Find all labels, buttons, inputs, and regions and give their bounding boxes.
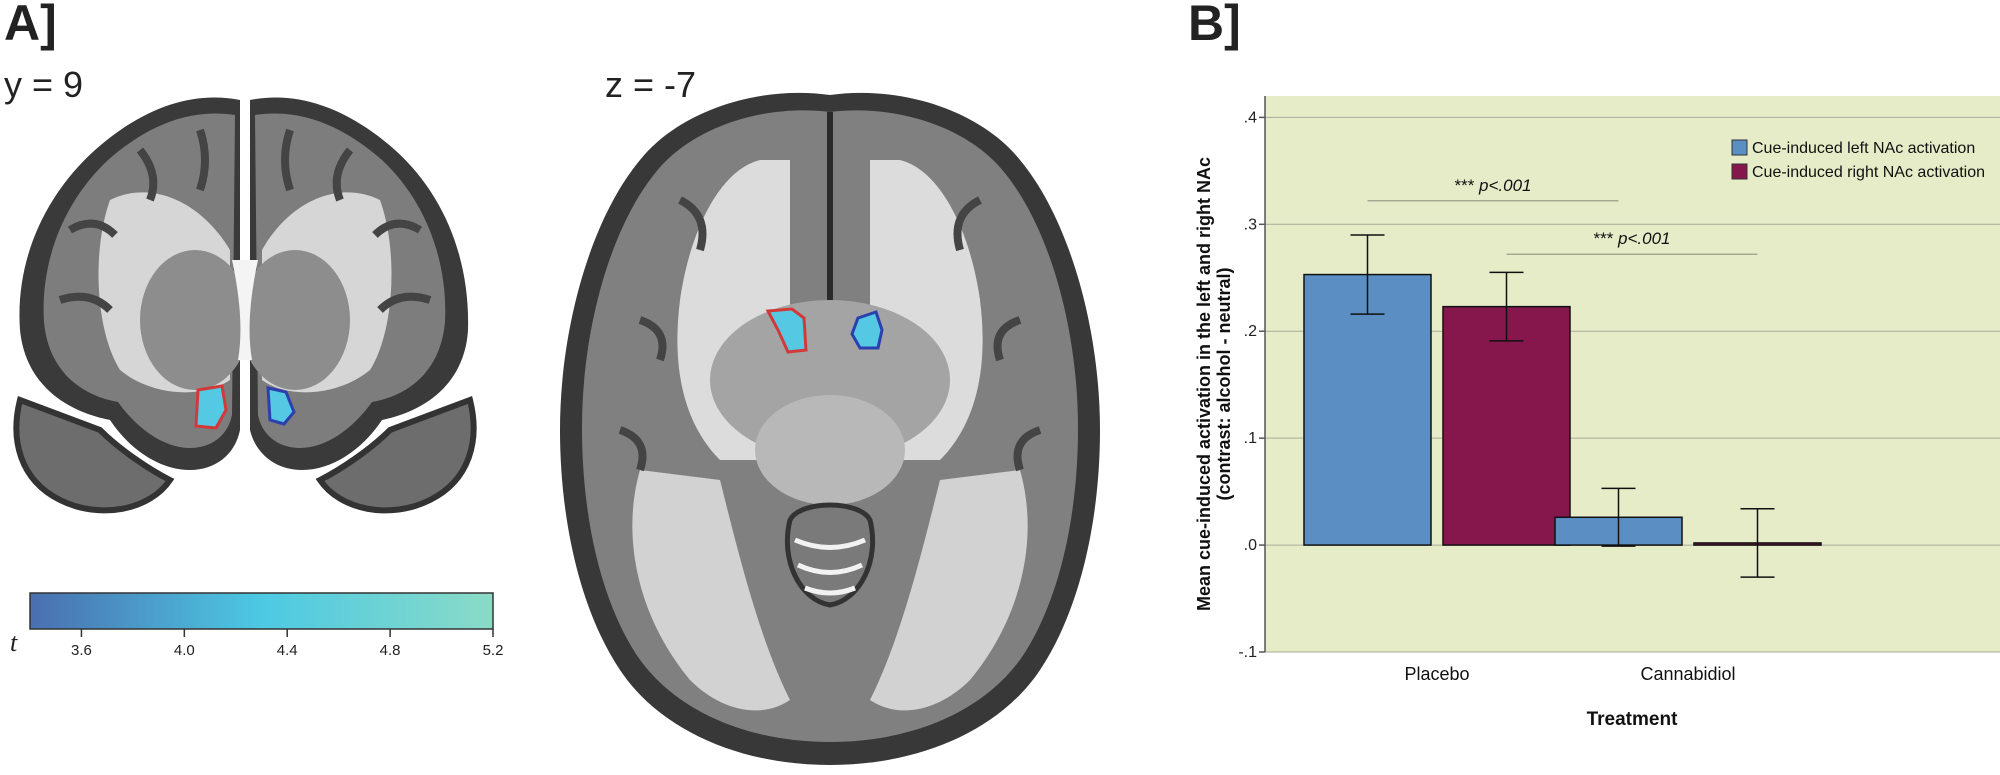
coronal-left-nac-roi (194, 384, 228, 430)
colorbar: 3.6 4.0 4.4 4.8 5.2 t (10, 592, 504, 659)
panel-b-label: B] (1188, 0, 1241, 51)
coronal-brain-slice (13, 97, 477, 514)
axial-left-nac-roi (765, 307, 808, 354)
colorbar-tick-label: 4.8 (380, 642, 401, 659)
y-tick-label: .1 (1244, 430, 1257, 447)
legend-swatch-right-nac (1731, 163, 1748, 180)
brain-slices-figure: 3.6 4.0 4.4 4.8 5.2 t (10, 92, 1100, 766)
error-bars (1350, 234, 1775, 578)
coronal-right-nac-roi (266, 386, 296, 426)
axial-slice-label: z = -7 (605, 64, 697, 105)
bar-placebo-series-0 (1303, 273, 1432, 546)
axial-brain-slice (560, 92, 1100, 766)
legend-swatch-left-nac (1731, 139, 1748, 156)
x-axis-title: Treatment (1587, 709, 1678, 730)
y-tick-label: .2 (1244, 323, 1257, 340)
legend-label-left-nac: Cue-induced left NAc activation (1752, 140, 1975, 157)
y-tick-label: .3 (1244, 216, 1257, 233)
y-tick-label: .4 (1244, 109, 1257, 126)
colorbar-tick-label: 4.4 (277, 642, 298, 659)
colorbar-tick-label: 4.0 (174, 642, 195, 659)
colorbar-symbol: t (10, 628, 18, 657)
x-tick-label: Cannabidiol (1640, 664, 1735, 684)
y-tick-label: -.1 (1238, 644, 1257, 661)
legend-label-right-nac: Cue-induced right NAc activation (1752, 164, 1985, 181)
axial-right-nac-roi (850, 310, 884, 350)
y-axis-title-line-2: (contrast: alcohol - neutral) (1214, 267, 1234, 500)
y-ticks: -.1 .0 .1 .2 .3 .4 (1238, 109, 1265, 661)
legend: Cue-induced left NAc activation Cue-indu… (1731, 139, 1985, 181)
panel-a-label: A] (4, 0, 57, 51)
significance-annotations: *** p<.001 *** p<.001 (1367, 176, 1758, 255)
colorbar-tick-label: 3.6 (71, 642, 92, 659)
coronal-slice-label: y = 9 (4, 64, 84, 105)
bar-placebo-series-1 (1442, 305, 1571, 546)
significance-label: *** p<.001 (1593, 229, 1670, 248)
y-tick-label: .0 (1244, 537, 1257, 554)
colorbar-tick-label: 5.2 (483, 642, 504, 659)
x-tick-label: Placebo (1404, 664, 1469, 684)
y-axis-title-line-1: Mean cue-induced activation in the left … (1194, 157, 1214, 611)
x-tick-labels: Placebo Cannabidiol (1404, 664, 1735, 684)
significance-label: *** p<.001 (1454, 176, 1531, 195)
